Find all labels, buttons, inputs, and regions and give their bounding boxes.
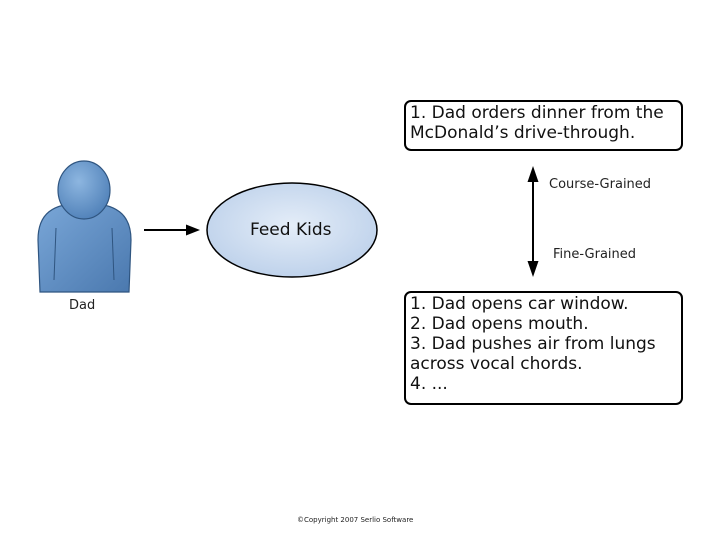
actor-label: Dad bbox=[69, 298, 96, 313]
note-line: 3. Dad pushes air from lungs bbox=[410, 334, 656, 354]
note-line: 4. ... bbox=[410, 374, 448, 394]
fine-grained-label: Fine-Grained bbox=[553, 247, 637, 262]
granularity-arrow bbox=[527, 166, 539, 277]
note-line: across vocal chords. bbox=[410, 354, 583, 374]
note-line: 1. Dad opens car window. bbox=[410, 294, 629, 314]
actor-body-fold-right bbox=[111, 227, 115, 281]
use-case-ellipse[interactable] bbox=[206, 182, 378, 278]
coarse-grained-label: Course-Grained bbox=[549, 177, 652, 192]
actor-dad-figure[interactable] bbox=[37, 160, 132, 293]
fine-note: 1. Dad opens car window. 2. Dad opens mo… bbox=[404, 291, 683, 405]
association-arrow bbox=[144, 224, 200, 236]
actor-body-fold-left bbox=[53, 227, 57, 281]
copyright-footer: ©Copyright 2007 Serlio Software bbox=[297, 516, 414, 524]
note-line: McDonald’s drive-through. bbox=[410, 123, 636, 143]
use-case-label: Feed Kids bbox=[250, 220, 332, 240]
note-line: 2. Dad opens mouth. bbox=[410, 314, 589, 334]
actor-head bbox=[57, 160, 111, 220]
coarse-note: 1. Dad orders dinner from the McDonald’s… bbox=[404, 100, 683, 151]
note-line: 1. Dad orders dinner from the bbox=[410, 103, 664, 123]
